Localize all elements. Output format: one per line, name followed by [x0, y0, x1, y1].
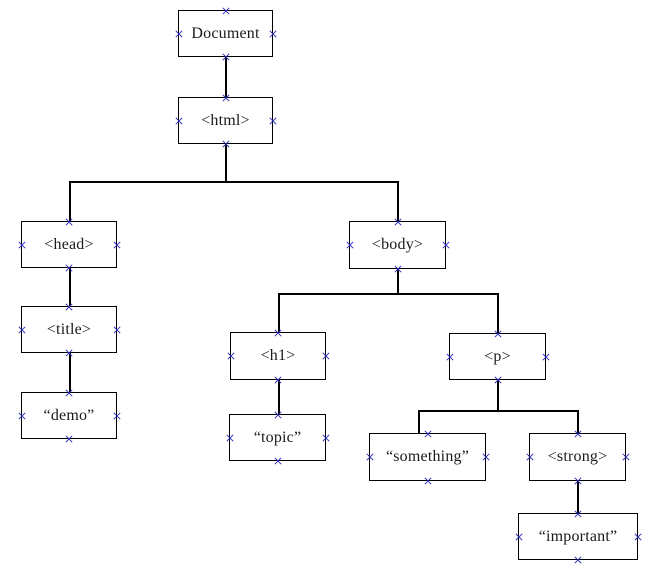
- tree-node-h1: <h1>: [230, 332, 326, 380]
- connection-point-icon: [481, 453, 490, 462]
- connection-point-icon: [345, 241, 354, 250]
- connector-strong-important: [577, 481, 579, 513]
- connection-point-icon: [321, 433, 330, 442]
- tree-node-title: <title>: [21, 306, 117, 353]
- connector-p-something: [418, 410, 420, 433]
- tree-node-something-text: “something”: [369, 433, 486, 481]
- node-label: “demo”: [43, 406, 95, 424]
- connection-point-icon: [574, 555, 583, 564]
- connection-point-icon: [225, 433, 234, 442]
- tree-node-strong: <strong>: [529, 433, 626, 481]
- connection-point-icon: [423, 476, 432, 485]
- connection-point-icon: [423, 429, 432, 438]
- tree-node-head: <head>: [21, 221, 117, 268]
- connection-point-icon: [321, 352, 330, 361]
- connector-body-h1: [278, 293, 280, 332]
- node-label: <title>: [46, 320, 92, 338]
- connection-point-icon: [112, 411, 121, 420]
- connection-point-icon: [268, 116, 277, 125]
- connector-body-stem: [397, 269, 399, 293]
- connection-point-icon: [65, 434, 74, 443]
- connection-point-icon: [174, 116, 183, 125]
- connector-html-body: [397, 181, 399, 221]
- node-label: <h1>: [260, 347, 296, 364]
- connection-point-icon: [541, 352, 550, 361]
- connector-p-stem: [497, 380, 499, 410]
- connector-html-stem: [225, 144, 227, 181]
- connection-point-icon: [621, 453, 630, 462]
- connector-html-head: [69, 181, 71, 221]
- connection-point-icon: [445, 352, 454, 361]
- node-label: <html>: [201, 111, 250, 129]
- connection-point-icon: [112, 240, 121, 249]
- node-label: “topic”: [253, 428, 302, 446]
- node-label: “something”: [385, 448, 470, 465]
- node-label: <strong>: [547, 448, 608, 465]
- tree-node-document: Document: [178, 10, 273, 57]
- node-label: <body>: [371, 236, 424, 253]
- node-label: <p>: [484, 347, 511, 365]
- connection-point-icon: [17, 411, 26, 420]
- connection-point-icon: [17, 240, 26, 249]
- connector-body-branch-bar: [278, 293, 498, 295]
- connector-body-p: [497, 293, 499, 333]
- node-label: “important”: [538, 527, 618, 545]
- connection-point-icon: [514, 532, 523, 541]
- connection-point-icon: [365, 453, 374, 462]
- connector-p-strong: [577, 410, 579, 433]
- connection-point-icon: [174, 29, 183, 38]
- connector-head-title: [69, 268, 71, 306]
- node-label: <head>: [44, 235, 94, 253]
- connection-point-icon: [226, 352, 235, 361]
- tree-node-p: <p>: [449, 333, 546, 380]
- connection-point-icon: [268, 29, 277, 38]
- connection-point-icon: [441, 241, 450, 250]
- tree-node-html: <html>: [178, 97, 273, 144]
- connection-point-icon: [221, 6, 230, 15]
- connector-title-demo: [69, 353, 71, 392]
- tree-node-topic-text: “topic”: [229, 414, 326, 461]
- connection-point-icon: [633, 532, 642, 541]
- connection-point-icon: [112, 325, 121, 334]
- connector-p-branch-bar: [418, 410, 578, 412]
- connection-point-icon: [525, 453, 534, 462]
- connector-html-branch-bar: [69, 181, 398, 183]
- connection-point-icon: [17, 325, 26, 334]
- connector-document-html: [225, 57, 227, 97]
- node-label: Document: [191, 24, 260, 42]
- connection-point-icon: [273, 456, 282, 465]
- tree-node-demo-text: “demo”: [21, 392, 117, 439]
- connector-h1-topic: [278, 380, 280, 414]
- tree-node-important-text: “important”: [518, 513, 638, 560]
- tree-node-body: <body>: [349, 221, 446, 269]
